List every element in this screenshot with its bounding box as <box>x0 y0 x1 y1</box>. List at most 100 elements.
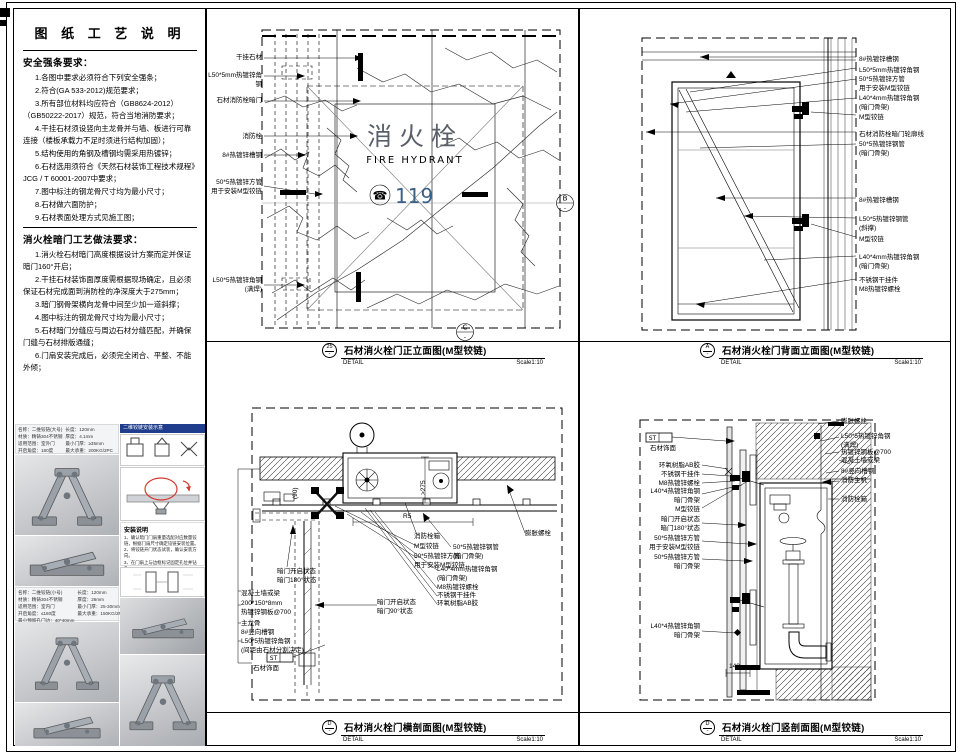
spec-line: 开启角度：180度 <box>18 447 54 453</box>
drawing-title-text: 石材消火栓门竖剖面图(M型铰链) <box>719 720 923 736</box>
notes-title: 图 纸 工 艺 说 明 <box>34 26 186 41</box>
binding-mark <box>0 20 7 26</box>
gap-adjust-diagram <box>120 567 205 597</box>
callout-label: 200*150*8mm 热镀锌钢板@700 <box>241 600 291 617</box>
drawing-title-front: 25- 石材消火栓门正立面图(M型铰链) DETAIL Scale1:10 <box>322 343 545 366</box>
callout-label: 热镀锌钢板@700 <box>841 449 891 456</box>
callout-label: 石材饰面 <box>650 445 676 452</box>
spec-line: 最大承重：200KG/2PC <box>65 447 113 453</box>
hinge-states-icon <box>126 437 197 457</box>
callout-label: 50*5热镀锌方管 暗门骨架 <box>654 554 700 571</box>
spec-line: 开启角度：≤180度 <box>18 610 56 616</box>
callout-label: 干挂石材 <box>236 54 262 61</box>
callout-label: 50*5热镀锌方管 用于安装M型铰链 <box>649 535 700 552</box>
svg-text:-: - <box>464 334 466 341</box>
stone-tag: ST <box>266 644 326 663</box>
callout-label: 消防栓 <box>242 133 263 140</box>
spec-line: 厚度：4.1mm <box>65 433 94 439</box>
spec-line: 最小门厚：≥35mm <box>65 440 104 446</box>
detail-bubble: D- <box>322 720 337 735</box>
horizontal-section-quadrant: ST 暗门开启状态 暗门180°状态 混凝土墙或梁 200*150*8mm 热镀… <box>207 395 578 716</box>
dimension-width: 140 <box>729 663 740 670</box>
hinge-photo-folded <box>15 536 119 586</box>
callout-label: 石材消防栓暗门 <box>216 97 263 104</box>
dimension-gap: (90) <box>292 487 299 499</box>
spec-line: 名称：二维铰链(小号) <box>18 590 63 595</box>
hinge-spec-small: 名称：二维铰链(小号) 材质：精铸304不锈钢 适用范围：室内门 开启角度：≤1… <box>15 587 125 623</box>
drawing-title-text: 石材消火栓门横剖面图(M型铰链) <box>341 720 545 736</box>
note-item: 5.石材暗门分缝应与周边石材分缝匹配，并确保门缝与石材排版通缝； <box>23 326 192 347</box>
note-item: 1.各图中要求必须符合下列安全强条； <box>35 73 162 82</box>
hinge-bar-icon <box>30 707 104 743</box>
callout-label: M型铰链 <box>859 114 884 121</box>
note-item: 1.消火栓石材暗门高度根据设计方案而定并保证暗门160°开启； <box>23 250 192 271</box>
note-item: 6.门扇安装完成后，必须完全闭合、平整、不能外倾； <box>23 351 192 372</box>
hinge-spec-large: 名称：二维铰链(大号) 材质：精铸304不锈钢 适用范围：室外门 开启角度：18… <box>15 424 119 454</box>
sheet-outer-border <box>6 2 956 752</box>
note-item: 4.干挂石材须设竖向主龙骨并与墙、板进行可靠连接（楼板承载力不足时须进行结构加固… <box>23 124 192 145</box>
callout-label: 50*5热镀锌钢管 (暗门骨架) <box>453 544 499 561</box>
quadrant-divider <box>578 8 580 745</box>
callout-label: 消防主机 <box>841 477 867 484</box>
callout-label: L40*4mm热镀锌角钢 (暗门骨架) <box>859 254 920 271</box>
emergency-number: 119 <box>395 184 433 208</box>
front-elevation-quadrant: 消火栓 FIRE HYDRANT ☎ 119 B - C - 干挂石材 L50*… <box>207 8 578 341</box>
callout-label: M型铰链 <box>414 543 439 550</box>
scale-caption: Scale1:10 <box>516 737 543 743</box>
callout-label: 环氧树脂AB胶 <box>658 462 700 469</box>
note-item: 2.符合(GA 533-2012)规范要求； <box>35 86 143 95</box>
svg-text:C: C <box>463 324 468 332</box>
callout-label: 8#竖向槽钢 <box>841 468 875 475</box>
callout-label: 消防栓箱 <box>414 533 440 540</box>
detail-caption: DETAIL <box>343 360 364 366</box>
hinge-photo-small <box>15 622 119 702</box>
callout-label: L40*4mm热镀锌角钢 (暗门骨架) <box>859 95 920 112</box>
spec-line: 名称：二维铰链(大号) <box>18 427 63 432</box>
callout-label: M8热镀锌螺栓 <box>437 584 479 591</box>
dimension-width: R5 <box>403 513 412 520</box>
drawing-title-vsection: D- 石材消火栓门竖剖面图(M型铰链) DETAIL Scale1:10 <box>700 720 923 743</box>
detail-caption: DETAIL <box>343 737 364 743</box>
note-item: 3.所有部位材料均应符合（GB8624-2012）（GB50222-2017）规… <box>23 99 179 120</box>
spec-line: 适用范围：室内门 <box>18 603 55 609</box>
drawing-title-hsection: D- 石材消火栓门横剖面图(M型铰链) DETAIL Scale1:10 <box>322 720 545 743</box>
hydrant-label-cn: 消火栓 <box>367 122 463 151</box>
hydrant-label-en: FIRE HYDRANT <box>366 155 463 166</box>
divider <box>23 50 197 51</box>
callout-label: 主龙骨 8#竖向槽钢 <box>241 620 275 637</box>
sheet-inner-border <box>13 8 951 746</box>
front-elevation-drawing: 消火栓 FIRE HYDRANT ☎ 119 B - C - <box>261 29 574 341</box>
hinge-states-diagram <box>120 434 205 466</box>
hinge-x-icon <box>32 631 102 693</box>
spec-line: 最大承重：150KG/2PC <box>77 610 125 616</box>
callout-label: 暗门开启状态 暗门90°状态 <box>377 599 416 616</box>
svg-text:B: B <box>563 195 568 203</box>
callout-label: 石材消防栓暗门轮廓线 <box>859 131 924 138</box>
hinge-bar-icon <box>27 541 107 581</box>
spec-line: 最小门厚：25-30mm <box>77 603 120 609</box>
spec-line: 长度：120mm <box>65 427 95 432</box>
vertical-section-quadrant: ST 石材饰面 环氧树脂AB胶 不锈钢干挂件 M8热镀锌螺栓 L40*4热镀锌角… <box>578 395 958 716</box>
callout-label: 膨胀螺栓 <box>525 530 551 537</box>
section-heading-door: 消火栓暗门工艺做法要求： <box>23 235 144 246</box>
notes-panel: 图 纸 工 艺 说 明 安全强条要求： 1.各图中要求必须符合下列安全强条； 2… <box>15 9 204 745</box>
callout-label: 不锈钢干挂件 M8热镀锌螺栓 <box>859 277 901 294</box>
callout-label: 石材饰面 <box>253 665 279 672</box>
install-position-icon <box>126 477 199 515</box>
spec-line: 厚度：26mm <box>77 596 104 602</box>
product-header: 二维铰链安装示意 <box>120 424 205 433</box>
note-item: 4.图中标注的钢龙骨尺寸均为最小尺寸； <box>35 313 169 322</box>
vertical-section-drawing: ST <box>639 419 876 701</box>
back-elevation-drawing <box>641 37 857 331</box>
callout-label: 50*5热镀锌钢管 (暗门骨架) <box>859 141 905 158</box>
spec-line: 适用范围：室外门 <box>18 440 55 446</box>
callout-label: L50*5热镀锌角钢 (满焊) <box>212 277 263 294</box>
callout-label: L50*5热镀锌角钢 (满焊) <box>841 433 891 450</box>
gap-adjust-icon <box>132 571 193 593</box>
horizontal-section-drawing: ST <box>237 407 563 701</box>
detail-caption: DETAIL <box>721 360 742 366</box>
note-item: 3.暗门钢骨架横向龙骨中间至少加一道斜撑； <box>35 300 184 309</box>
note-item: 2.干挂石材装饰面厚度需根据现场确定，且必须保证石材完成面到消防栓的净深度大于2… <box>23 275 192 296</box>
callout-label: 膨胀螺栓 <box>841 418 867 425</box>
callout-label: M型铰链 <box>859 236 884 243</box>
